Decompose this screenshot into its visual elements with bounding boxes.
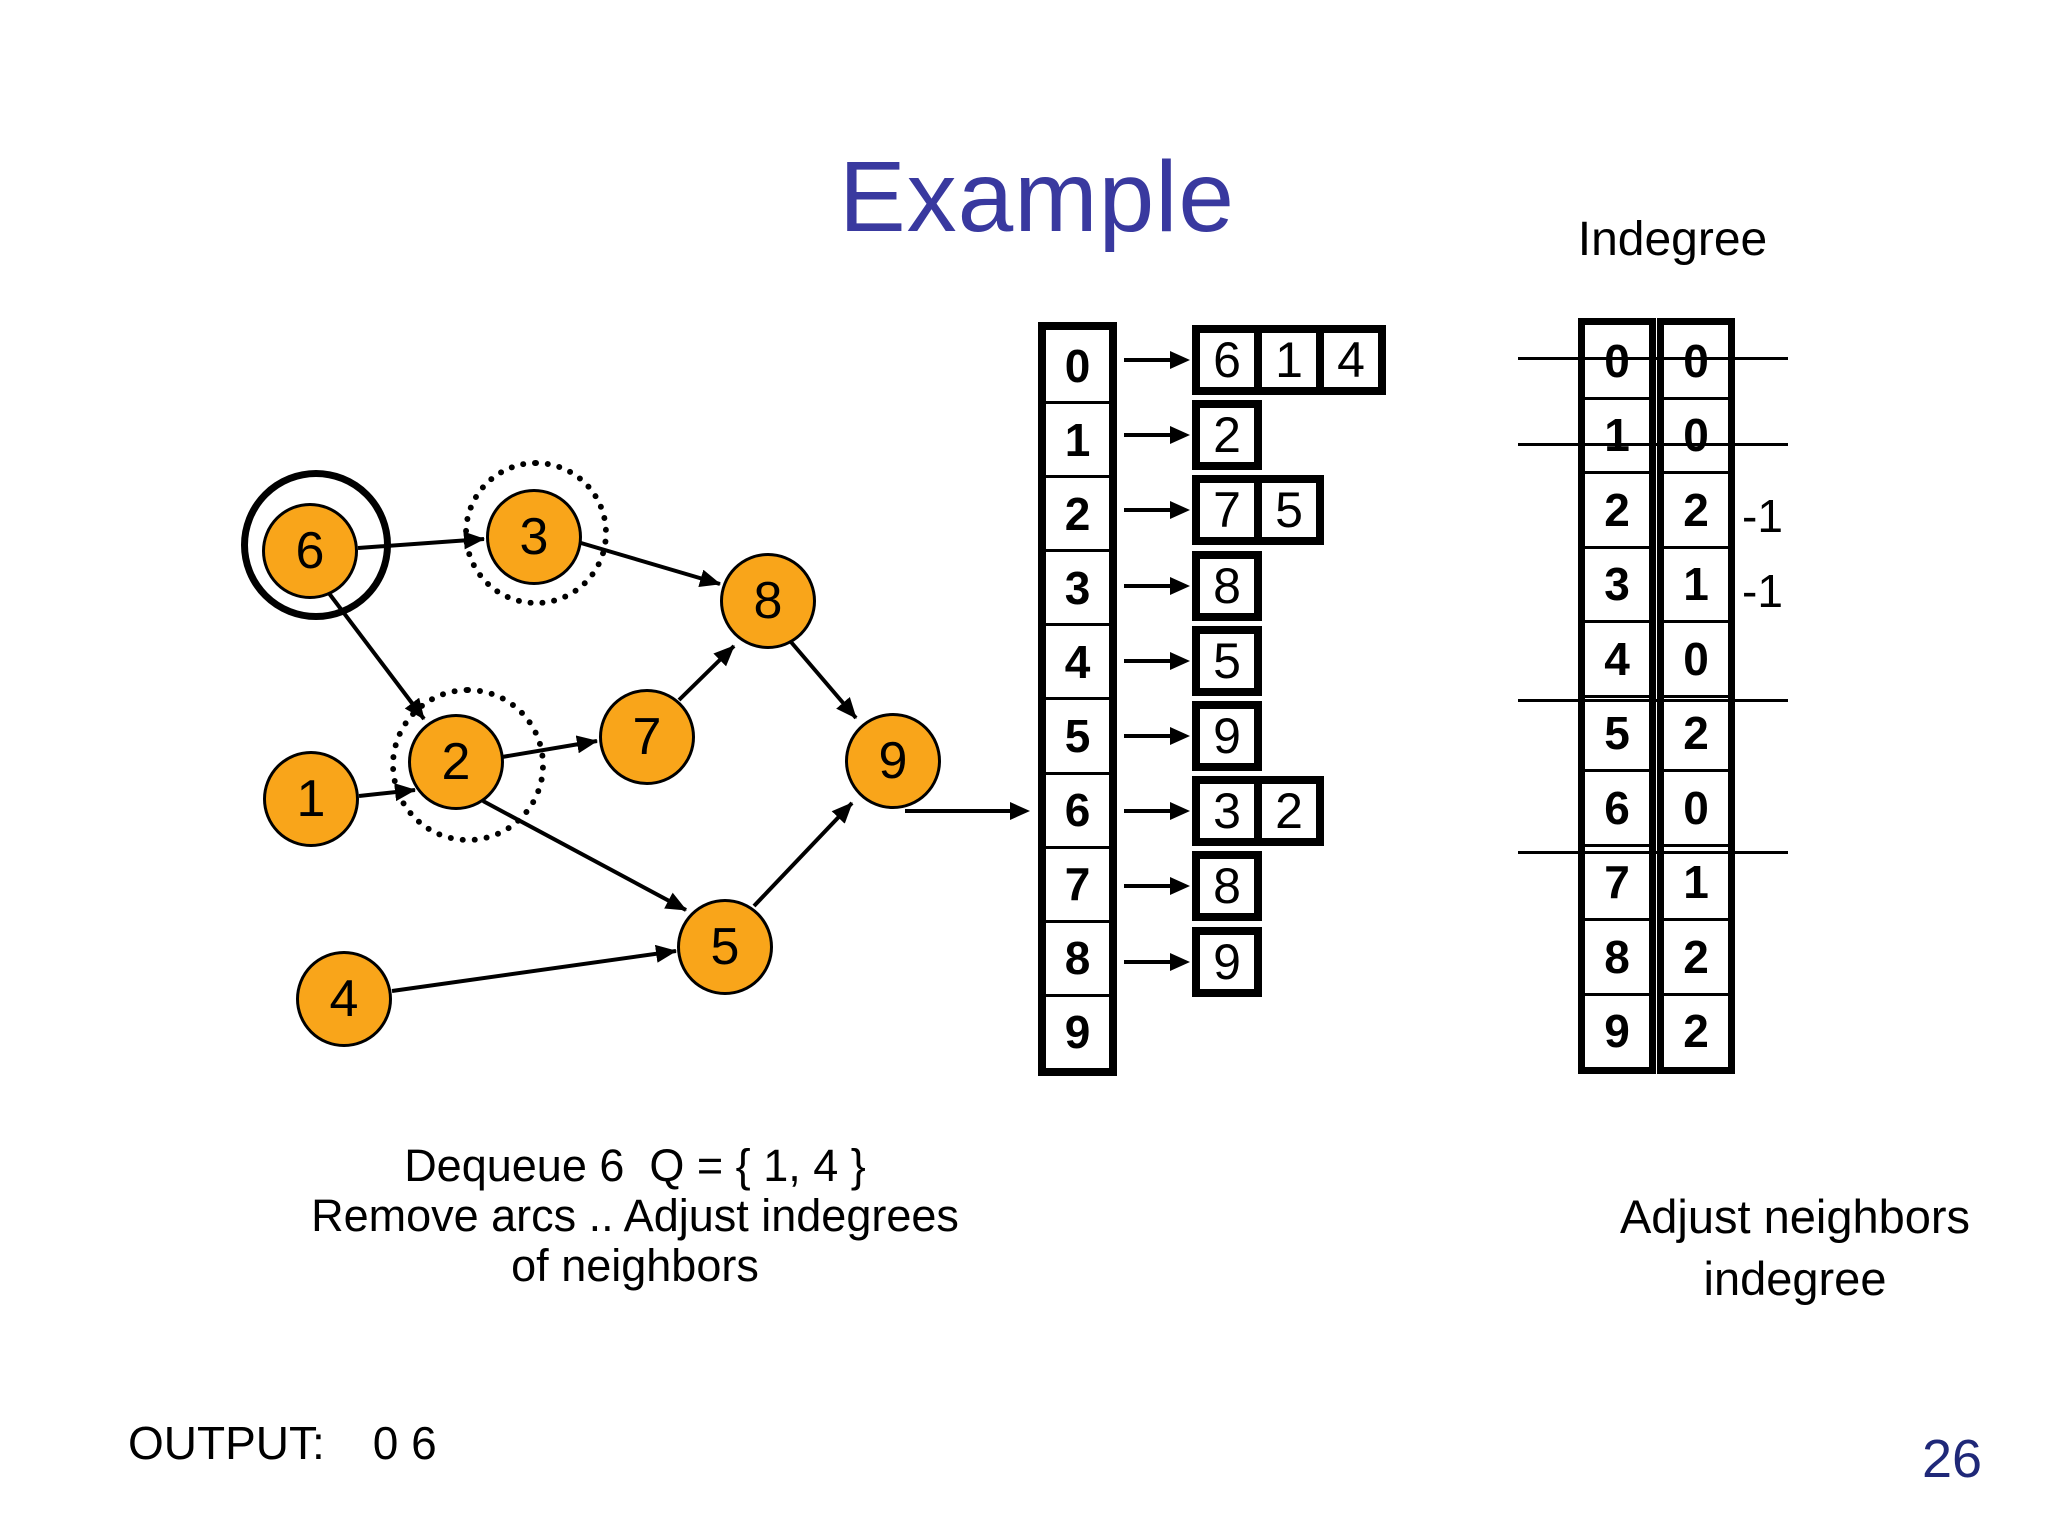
adjacency-arrow-6 xyxy=(1124,809,1170,813)
indegree-value-9: 2 xyxy=(1664,992,1728,1068)
indegree-value-4: 0 xyxy=(1664,620,1728,695)
adjacency-cells-3: 8 xyxy=(1192,551,1262,621)
edge-7-8 xyxy=(677,644,736,702)
page-number: 26 xyxy=(1922,1429,1983,1489)
indegree-value-3: 1 xyxy=(1664,545,1728,621)
output-value: 0 6 xyxy=(372,1417,437,1469)
indegree-caption-line-2: indegree xyxy=(1703,1252,1887,1305)
step-caption: Dequeue 6 Q = { 1, 4 } Remove arcs .. Ad… xyxy=(180,1141,1090,1291)
strike-line-below-row-4 xyxy=(1518,699,1788,702)
indegree-caption-line-1: Adjust neighbors xyxy=(1619,1190,1971,1243)
adjacency-cells-8: 9 xyxy=(1192,927,1262,997)
indegree-value-5: 2 xyxy=(1664,694,1728,770)
adjacency-cells-4: 5 xyxy=(1192,626,1262,696)
adjacency-cells-7: 8 xyxy=(1192,851,1262,921)
graph-node-9: 9 xyxy=(845,713,941,809)
adjacency-index-9: 9 xyxy=(1046,993,1109,1068)
edge-5-9 xyxy=(752,801,854,908)
indegree-index-1: 1 xyxy=(1585,396,1649,472)
indegree-index-3: 3 xyxy=(1585,545,1649,621)
adjacency-index-0: 0 xyxy=(1064,339,1091,392)
edge-4-5 xyxy=(391,944,677,993)
adjacency-arrow-0 xyxy=(1124,358,1170,362)
indegree-value-0: 0 xyxy=(1683,334,1709,387)
list-node: 2 xyxy=(1192,400,1262,470)
indegree-index-8: 8 xyxy=(1585,918,1649,993)
list-node: 6 xyxy=(1192,325,1262,395)
indegree-value-2: 2 xyxy=(1664,471,1728,546)
indegree-title: Indegree xyxy=(1577,213,1768,266)
graph-node-2: 2 xyxy=(408,714,504,810)
list-node: 3 xyxy=(1192,776,1262,846)
graph-node-7: 7 xyxy=(599,689,695,785)
list-node: 7 xyxy=(1192,475,1262,545)
adjacency-arrow-1 xyxy=(1124,433,1170,437)
adjacency-index-4: 4 xyxy=(1046,623,1109,697)
caption-line-3: of neighbors xyxy=(511,1240,759,1291)
indegree-adjustment-minus1-node2: -1 xyxy=(1742,565,1783,617)
list-node: 9 xyxy=(1192,927,1262,997)
adjacency-arrow-5 xyxy=(1124,734,1170,738)
adjacency-index-7: 7 xyxy=(1046,845,1109,920)
list-node: 5 xyxy=(1192,626,1262,696)
indegree-index-6: 6 xyxy=(1585,769,1649,844)
adjacency-cells-5: 9 xyxy=(1192,701,1262,771)
indegree-index-9: 9 xyxy=(1585,992,1649,1068)
adjacency-cells-2: 7 5 xyxy=(1192,475,1324,545)
adjacency-pointer-arrow xyxy=(905,809,1010,813)
indegree-value-8: 2 xyxy=(1664,918,1728,993)
adjacency-cells-0: 6 1 4 xyxy=(1192,325,1386,395)
adjacency-arrow-7 xyxy=(1124,884,1170,888)
list-node: 2 xyxy=(1254,776,1324,846)
list-node: 8 xyxy=(1192,551,1262,621)
graph-node-3: 3 xyxy=(486,489,582,585)
adjacency-index-5: 5 xyxy=(1046,697,1109,771)
indegree-adjustment-minus1-node3: -1 xyxy=(1742,490,1783,542)
graph-node-4: 4 xyxy=(296,951,392,1047)
indegree-index-2: 2 xyxy=(1585,471,1649,546)
indegree-index-5: 5 xyxy=(1585,694,1649,770)
adjacency-index-6: 6 xyxy=(1046,771,1109,846)
list-node: 5 xyxy=(1254,475,1324,545)
adjacency-index-1: 1 xyxy=(1046,401,1109,475)
strike-line-below-row-6 xyxy=(1518,851,1788,854)
strike-line-row-0 xyxy=(1518,357,1788,360)
adjacency-index-8: 8 xyxy=(1046,919,1109,994)
dequeued-node-ring xyxy=(241,470,391,620)
adjacency-arrow-8 xyxy=(1124,960,1170,964)
indegree-index-4: 4 xyxy=(1585,620,1649,695)
adjacency-index-2: 2 xyxy=(1046,475,1109,549)
strike-line-row-1 xyxy=(1518,443,1788,446)
output-line: OUTPUT: 0 6 xyxy=(128,1416,437,1470)
adjacency-index-column: 0 1 2 3 4 5 6 7 8 9 xyxy=(1038,322,1117,1076)
adjacency-cells-6: 3 2 xyxy=(1192,776,1324,846)
indegree-index-7: 7 xyxy=(1585,843,1649,919)
adjacency-index-3: 3 xyxy=(1046,549,1109,623)
neighbor-ring-node-2 xyxy=(390,687,546,843)
edge-8-9 xyxy=(789,640,858,720)
indegree-value-1: 0 xyxy=(1664,396,1728,472)
adjacency-arrow-3 xyxy=(1124,584,1170,588)
graph-node-1: 1 xyxy=(263,751,359,847)
graph-node-6: 6 xyxy=(262,503,358,599)
list-node: 9 xyxy=(1192,701,1262,771)
indegree-index-0: 0 xyxy=(1604,334,1630,387)
list-node: 4 xyxy=(1316,325,1386,395)
indegree-value-6: 0 xyxy=(1664,769,1728,844)
list-node: 8 xyxy=(1192,851,1262,921)
adjacency-arrow-2 xyxy=(1124,508,1170,512)
graph-node-8: 8 xyxy=(720,553,816,649)
indegree-value-7: 1 xyxy=(1664,843,1728,919)
caption-line-2: Remove arcs .. Adjust indegrees xyxy=(311,1190,959,1241)
output-label: OUTPUT: xyxy=(128,1417,325,1469)
graph-node-5: 5 xyxy=(677,899,773,995)
indegree-caption: Adjust neighbors indegree xyxy=(1560,1186,2030,1310)
adjacency-arrow-4 xyxy=(1124,659,1170,663)
adjacency-cells-1: 2 xyxy=(1192,400,1262,470)
list-node: 1 xyxy=(1254,325,1324,395)
slide-title: Example xyxy=(838,141,1236,253)
caption-line-1: Dequeue 6 Q = { 1, 4 } xyxy=(404,1140,866,1191)
